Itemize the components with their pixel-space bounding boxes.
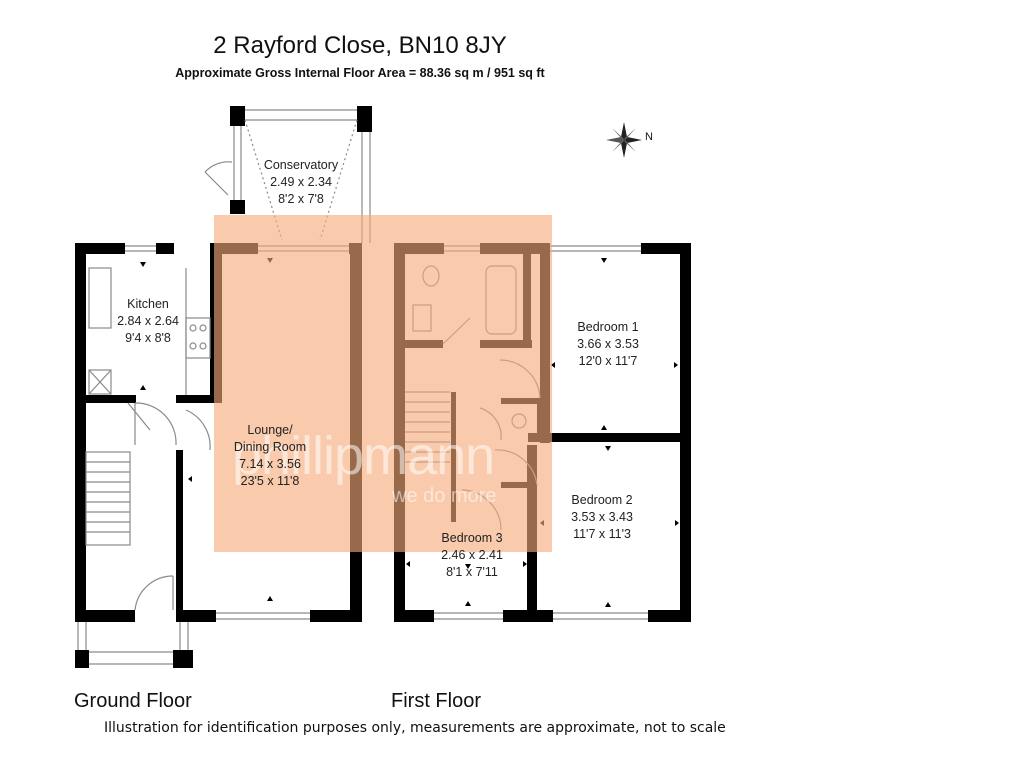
room-imperial: 8'2 x 7'8 (278, 192, 324, 206)
ground-south-wall-b (310, 610, 362, 622)
room-imperial: 11'7 x 11'3 (573, 527, 631, 541)
room-imperial: 23'5 x 11'8 (240, 474, 300, 488)
room-imperial: 12'0 x 11'7 (578, 354, 638, 368)
room-conservatory: Conservatory 2.49 x 2.34 8'2 x 7'8 (264, 157, 338, 208)
room-name: Bedroom 2 (571, 493, 633, 507)
room-metric: 2.49 x 2.34 (270, 175, 332, 189)
conservatory-post-sw (230, 200, 245, 214)
hall-lounge-wall (176, 450, 183, 615)
room-name: Bedroom 3 (441, 531, 503, 545)
first-north-wall-c (641, 243, 691, 254)
room-metric: 2.46 x 2.41 (441, 548, 503, 562)
room-name: Lounge/ (247, 423, 293, 437)
porch-pillar-left (75, 650, 89, 668)
page-title: 2 Rayford Close, BN10 8JY (213, 32, 507, 59)
conservatory-post-nw (230, 106, 245, 126)
room-name-2: Dining Room (233, 440, 307, 454)
kitchen-south-wall (176, 395, 222, 403)
ground-south-wall-c (75, 610, 135, 622)
hall-wall (86, 395, 136, 403)
ground-south-wall-a (186, 610, 216, 622)
room-metric: 3.66 x 3.53 (577, 337, 639, 351)
ground-north-wall-b (156, 243, 174, 254)
room-bedroom-1: Bedroom 1 3.66 x 3.53 12'0 x 11'7 (577, 319, 639, 370)
first-east-wall (680, 243, 691, 622)
room-metric: 2.84 x 2.64 (117, 314, 179, 328)
floor-area-subtitle: Approximate Gross Internal Floor Area = … (175, 66, 545, 80)
bedroom1-south-wall (528, 433, 691, 442)
compass-rose-icon (606, 122, 642, 158)
room-imperial: 8'1 x 7'11 (446, 565, 498, 579)
first-south-wall-b (503, 610, 553, 622)
room-metric: 7.14 x 3.56 (239, 457, 301, 471)
ground-north-wall-a (75, 243, 125, 254)
porch-pillar-right (173, 650, 193, 668)
room-lounge: Lounge/ Dining Room 7.14 x 3.56 23'5 x 1… (234, 422, 306, 490)
watermark-overlay (214, 215, 552, 552)
watermark-tagline: we do more (392, 485, 497, 507)
room-metric: 3.53 x 3.43 (571, 510, 633, 524)
compass-north-label: N (645, 131, 653, 143)
room-bedroom-3: Bedroom 3 2.46 x 2.41 8'1 x 7'11 (441, 530, 503, 581)
watermark-brand: phillipmann (232, 426, 495, 486)
room-name: Conservatory (263, 158, 339, 172)
room-name: Kitchen (127, 297, 169, 311)
ground-floor-label: Ground Floor (74, 690, 192, 712)
disclaimer: Illustration for identification purposes… (104, 720, 726, 736)
room-name: Bedroom 1 (577, 320, 639, 334)
room-imperial: 9'4 x 8'8 (125, 331, 171, 345)
room-bedroom-2: Bedroom 2 3.53 x 3.43 11'7 x 11'3 (571, 492, 633, 543)
room-kitchen: Kitchen 2.84 x 2.64 9'4 x 8'8 (117, 296, 179, 347)
conservatory-post-ne (357, 106, 372, 132)
first-floor-label: First Floor (391, 690, 481, 712)
first-south-wall-c (648, 610, 691, 622)
ground-west-wall (75, 243, 86, 622)
first-south-wall-a (394, 610, 434, 622)
